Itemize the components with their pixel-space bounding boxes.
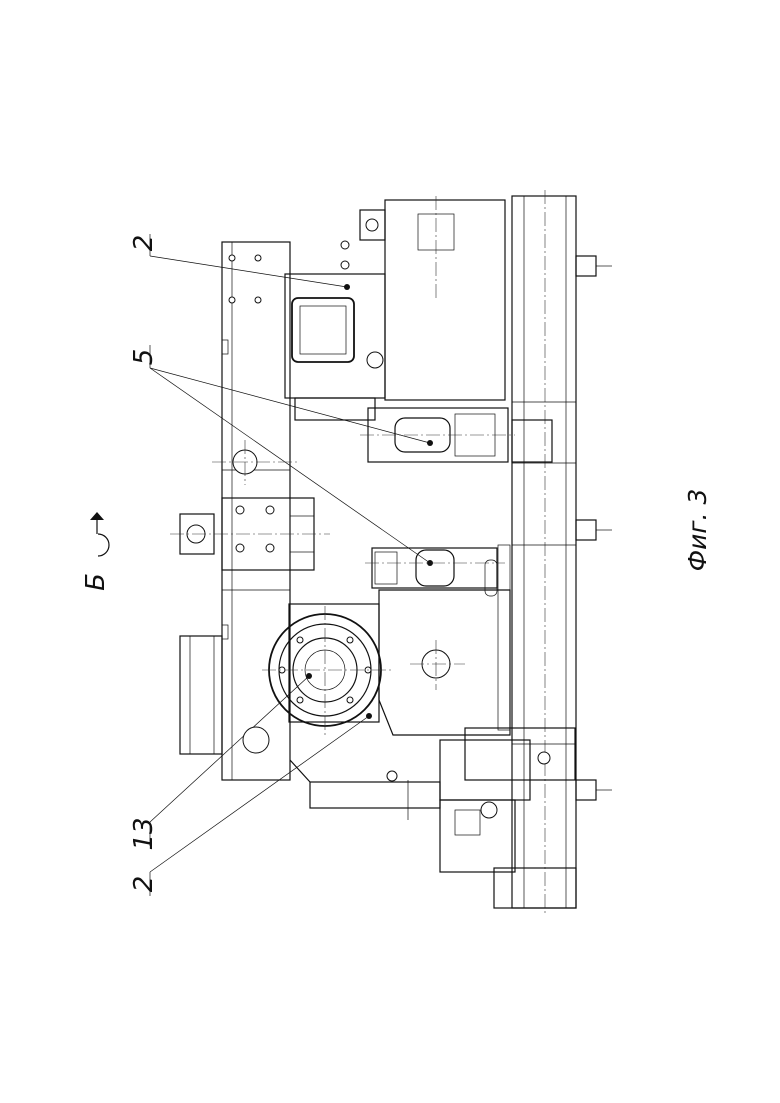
rotation-arrow-icon: [98, 534, 109, 556]
callout-label-bottom-2: 2: [129, 876, 159, 893]
callout-2-top-text: 2: [129, 235, 159, 252]
figure-caption-text: Фиг. 3: [683, 489, 712, 572]
gear-housing: [379, 545, 510, 735]
figure-caption: Фиг. 3: [683, 489, 712, 572]
upper-drive-block: [285, 196, 505, 400]
callout-dot-2-bottom: [366, 713, 372, 719]
frame-plate: [212, 242, 300, 780]
machine-assembly: [170, 190, 612, 915]
rotary-table: [262, 604, 392, 736]
upper-motor: [295, 398, 515, 462]
callout-2-bottom-text: 2: [129, 876, 159, 893]
view-label-text: Б: [81, 573, 111, 591]
callout-label-13: 13: [129, 817, 159, 850]
central-yoke: [170, 498, 330, 570]
callout-5-text: 5: [129, 349, 159, 366]
base-rail: [512, 190, 612, 915]
callout-dot-5a: [427, 440, 433, 446]
callout-label-top-2: 2: [129, 235, 159, 252]
callout-13-text: 13: [129, 817, 159, 850]
lower-carriage: [290, 728, 576, 908]
left-flange: [180, 636, 222, 754]
callout-dot-2-top: [344, 284, 350, 290]
callout-label-5: 5: [129, 349, 159, 366]
lower-motor: [365, 548, 505, 596]
view-marker: Б: [81, 512, 111, 591]
